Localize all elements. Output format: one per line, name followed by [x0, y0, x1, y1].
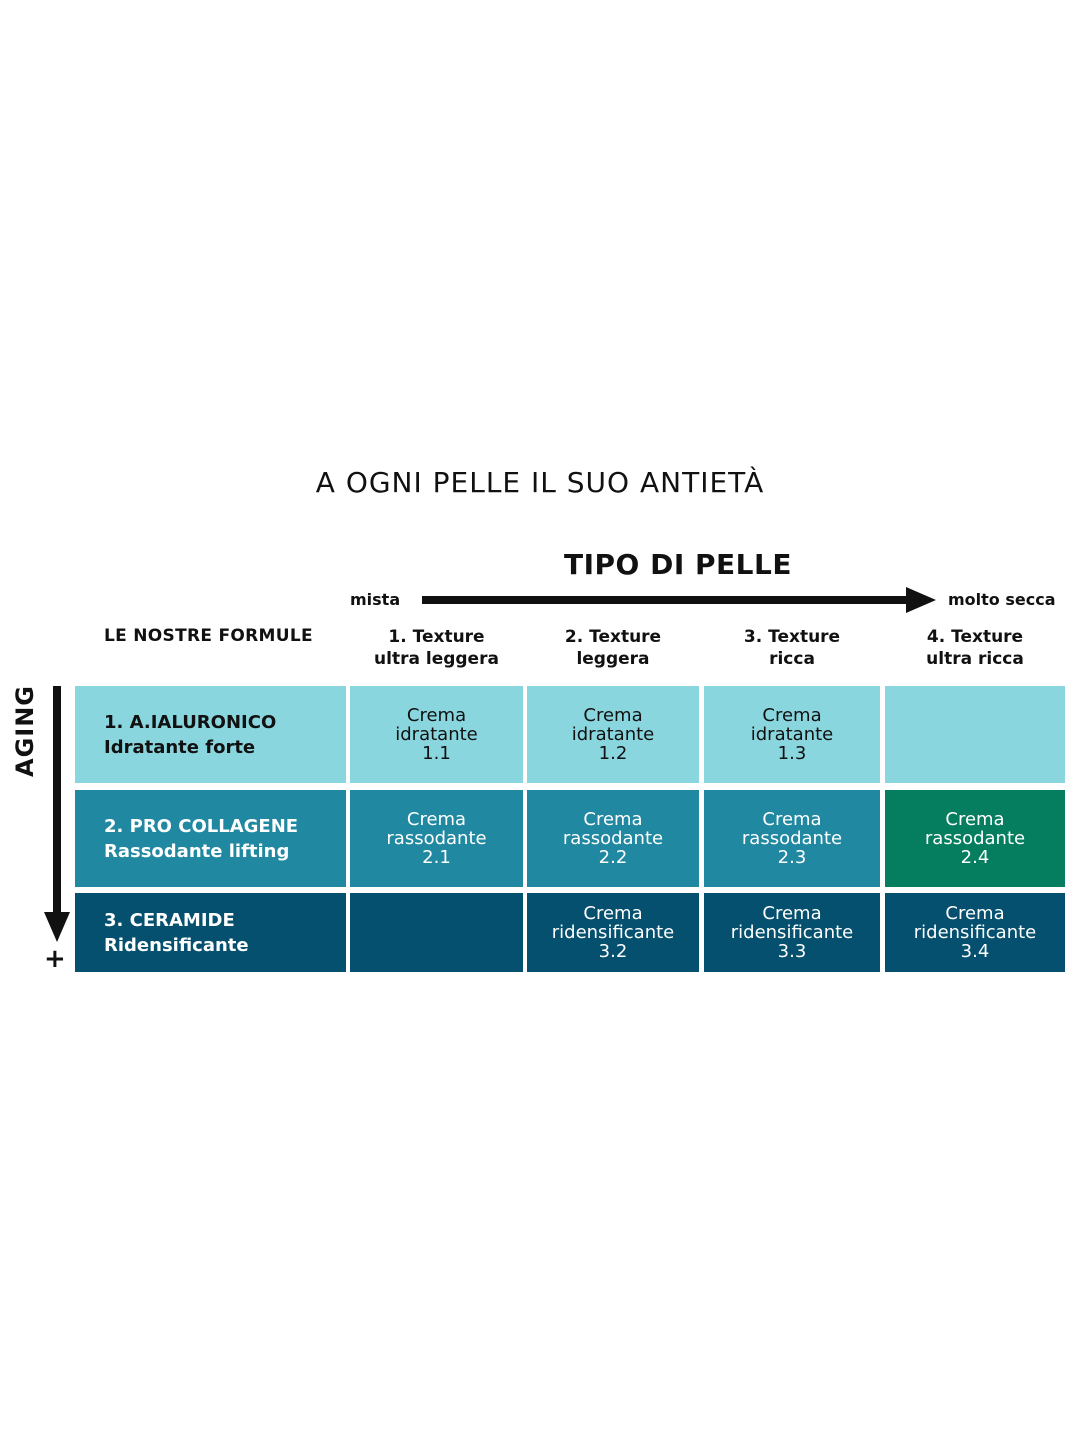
formula-description: Idratante forte: [104, 736, 256, 758]
product-line1: Crema: [945, 809, 1005, 830]
product-code: 3.3: [777, 941, 807, 962]
product-cell-3-1-empty: [350, 893, 523, 972]
skin-type-heading: TIPO DI PELLE: [564, 548, 792, 581]
product-code: 2.3: [777, 847, 807, 868]
right-arrow-icon: [422, 587, 936, 613]
column-header-4: 4. Texture ultra ricca: [885, 626, 1065, 670]
product-code: 1.3: [777, 743, 807, 764]
column-header-1-line1: 1. Texture: [388, 627, 485, 647]
formula-description: Ridensificante: [104, 934, 249, 956]
product-line2: rassodante: [562, 828, 664, 849]
product-line2: idratante: [750, 724, 834, 745]
product-line2: idratante: [395, 724, 478, 745]
formule-header: LE NOSTRE FORMULE: [104, 626, 313, 646]
aging-plus-sign: +: [44, 944, 66, 974]
product-line2: ridensificante: [730, 922, 854, 943]
product-line2: ridensificante: [551, 922, 675, 943]
aging-axis-label: AGING: [11, 685, 39, 777]
column-header-1-line2: ultra leggera: [374, 649, 499, 669]
axis-label-mista: mista: [350, 590, 401, 609]
product-line1: Crema: [583, 705, 643, 726]
column-header-3-line2: ricca: [769, 649, 815, 669]
product-line1: Crema: [583, 809, 643, 830]
column-header-4-line1: 4. Texture: [926, 627, 1024, 647]
product-code: 2.4: [960, 847, 990, 868]
page-title: A OGNI PELLE IL SUO ANTIETÀ: [315, 466, 765, 499]
product-line1: Crema: [762, 903, 822, 924]
down-arrow-icon: [44, 686, 70, 942]
axis-label-molto-secca: molto secca: [948, 590, 1056, 609]
formula-row-pro-collagene: 2. PRO COLLAGENE Rassodante lifting: [75, 790, 346, 887]
formula-name: 2. PRO COLLAGENE: [104, 815, 299, 837]
product-code: 2.1: [422, 847, 451, 868]
formula-name: 1. A.IALURONICO: [104, 711, 277, 733]
product-line1: Crema: [945, 903, 1005, 924]
column-header-1: 1. Texture ultra leggera: [350, 626, 523, 670]
product-line1: Crema: [583, 903, 643, 924]
formula-description: Rassodante lifting: [104, 840, 290, 862]
product-line2: idratante: [571, 724, 655, 745]
formula-row-ceramide: 3. CERAMIDE Ridensificante: [75, 893, 346, 972]
column-header-3: 3. Texture ricca: [704, 626, 880, 670]
product-line1: Crema: [406, 809, 467, 830]
column-header-4-line2: ultra ricca: [926, 649, 1024, 669]
product-line2: rassodante: [924, 828, 1026, 849]
formula-row-ialuronico: 1. A.IALURONICO Idratante forte: [75, 686, 346, 783]
product-code: 3.4: [960, 941, 990, 962]
column-header-2-line1: 2. Texture: [564, 627, 662, 647]
product-line2: ridensificante: [913, 922, 1037, 943]
product-code: 2.2: [598, 847, 628, 868]
product-line1: Crema: [762, 809, 822, 830]
product-line2: rassodante: [386, 828, 487, 849]
product-code: 1.1: [422, 743, 451, 764]
product-line1: Crema: [762, 705, 822, 726]
product-code: 1.2: [598, 743, 628, 764]
column-header-3-line1: 3. Texture: [743, 627, 841, 647]
formula-name: 3. CERAMIDE: [104, 909, 235, 931]
product-cell-1-4-empty: [885, 686, 1065, 783]
product-line2: rassodante: [741, 828, 843, 849]
product-line1: Crema: [406, 705, 467, 726]
column-header-2: 2. Texture leggera: [527, 626, 699, 670]
column-header-2-line2: leggera: [576, 649, 650, 669]
product-code: 3.2: [598, 941, 628, 962]
